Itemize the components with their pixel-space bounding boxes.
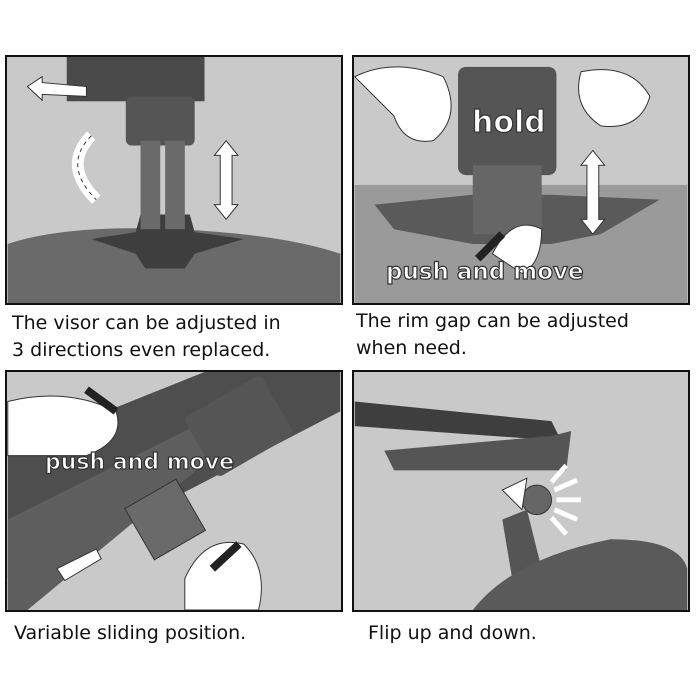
caption-line: 3 directions even replaced. — [12, 339, 271, 361]
rim-gap-illustration — [354, 57, 688, 303]
visor-clip-illustration — [7, 57, 341, 303]
push-and-move-label: push and move — [44, 449, 235, 475]
caption-line: when need. — [356, 337, 467, 359]
caption-rim-gap: The rim gap can be adjusted when need. — [356, 308, 629, 362]
panel-flip — [352, 370, 690, 612]
hold-label: hold — [471, 104, 546, 140]
sliding-illustration — [7, 372, 341, 610]
caption-flip: Flip up and down. — [368, 620, 537, 647]
caption-line: Flip up and down. — [368, 622, 537, 644]
caption-sliding: Variable sliding position. — [14, 620, 246, 647]
panel-sliding: push and move — [5, 370, 343, 612]
caption-line: The visor can be adjusted in — [12, 312, 281, 334]
push-and-move-label: push and move — [385, 258, 584, 285]
caption-line: The rim gap can be adjusted — [356, 310, 629, 332]
flip-illustration — [354, 372, 688, 610]
caption-line: Variable sliding position. — [14, 622, 247, 644]
caption-visor-adjust: The visor can be adjusted in 3 direction… — [12, 310, 281, 364]
panel-rim-gap: hold push and move — [352, 55, 690, 305]
panel-visor-adjust — [5, 55, 343, 305]
